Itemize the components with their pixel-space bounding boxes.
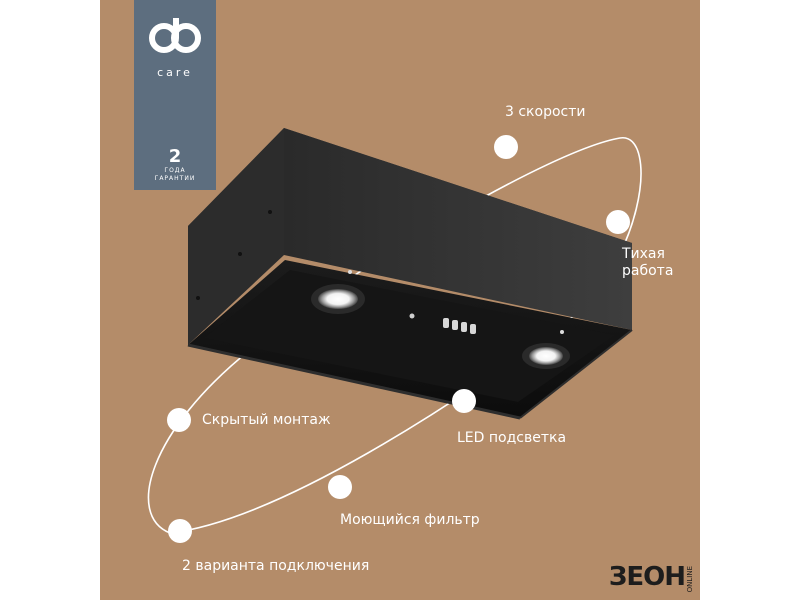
feature-label-connect: 2 варианта подключения: [182, 558, 370, 574]
feature-dot-filter: [328, 475, 352, 499]
feature-label-speeds: 3 скорости: [505, 104, 586, 120]
led-lamp-left-glow: [318, 289, 358, 309]
brand-name: care: [157, 66, 193, 79]
feature-dot-quiet: [606, 210, 630, 234]
feature-label-hidden: Скрытый монтаж: [202, 412, 331, 428]
led-lamp-right-glow: [529, 347, 563, 365]
feature-label-quiet: Тихая работа: [622, 246, 674, 279]
brand-logo-mark: [149, 18, 201, 53]
range-hood: [187, 128, 633, 420]
product-scene: [147, 128, 642, 543]
feature-dot-speeds: [494, 135, 518, 159]
warranty-line-2: ГАРАНТИИ: [154, 175, 196, 182]
feature-dot-hidden: [167, 408, 191, 432]
warranty-line-1: ГОДА: [164, 167, 186, 174]
screw-hole: [268, 210, 272, 214]
control-button: [470, 324, 476, 334]
control-panel: [409, 313, 476, 334]
hood-back-side: [284, 128, 632, 330]
product-canvas: care 2 ГОДА ГАРАНТИИ 3 скорости Тихая ра…: [100, 0, 700, 600]
screw-hole: [238, 252, 242, 256]
hood-glass-panel: [204, 270, 615, 402]
warranty-years: 2: [168, 146, 182, 167]
screw-hole: [196, 296, 200, 300]
screw-hole: [348, 270, 352, 274]
hood-right-edge: [519, 329, 633, 419]
feature-label-led: LED подсветка: [457, 430, 567, 446]
indicator-light: [409, 313, 415, 319]
control-button: [443, 318, 449, 328]
feature-label-filter: Моющийся фильтр: [340, 512, 480, 528]
store-logo-word: ЗЕОН: [608, 562, 686, 592]
control-button: [452, 320, 458, 330]
feature-dot-led: [452, 389, 476, 413]
store-logo-tag: ONLINE: [686, 565, 694, 592]
hood-left-side: [188, 128, 284, 345]
screw-hole: [560, 330, 564, 334]
orbit-line: [147, 137, 642, 534]
feature-dot-connect: [168, 519, 192, 543]
control-button: [461, 322, 467, 332]
brand-badge: care 2 ГОДА ГАРАНТИИ: [134, 0, 216, 190]
store-logo: ЗЕОН ONLINE: [609, 552, 694, 592]
